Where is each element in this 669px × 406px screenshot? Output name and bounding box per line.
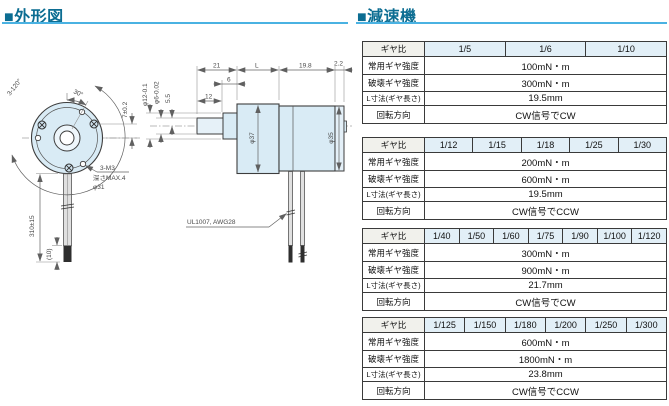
- gearhead-section-title: ■減速機: [357, 9, 417, 26]
- gear-ratio-cell: 1/75: [527, 227, 564, 245]
- gear-ratio-cell: 1/100: [596, 227, 633, 245]
- wire-spec-label: UL1007, AWG28: [187, 219, 236, 226]
- row-label-rotation: 回転方向: [362, 292, 425, 311]
- row-label-rotation: 回転方向: [362, 381, 425, 400]
- side-view-dimensions: 21 L 19.8 2.2 6 12 φ12-0.1 φ6-0.02 5.5 φ…: [142, 61, 353, 228]
- row-label-gear-length: L寸法(ギヤ長さ): [362, 278, 425, 294]
- gear-ratio-cell: 1/18: [520, 136, 571, 154]
- spec-value-cell: 1800mN・m: [424, 349, 667, 369]
- tap-count-label: 3-M3: [100, 165, 115, 172]
- gear-ratio-cell: 1/120: [631, 227, 667, 245]
- gear-ratio-cell: 1/150: [464, 316, 506, 334]
- spec-value-cell: 600mN・m: [424, 332, 667, 351]
- spec-value-cell: CW信号でCW: [424, 292, 667, 311]
- row-label-normal-strength: 常用ギヤ強度: [362, 152, 425, 171]
- dim-5-5-label: 5.5: [165, 94, 172, 103]
- row-label-rotation: 回転方向: [362, 201, 425, 220]
- gear-ratio-cell: 1/25: [569, 136, 619, 154]
- row-label-normal-strength: 常用ギヤ強度: [362, 332, 425, 351]
- spec-value-cell: 900mN・m: [424, 260, 667, 280]
- gear-ratio-cell: 1/250: [585, 316, 627, 334]
- row-label-breaking-strength: 破壊ギヤ強度: [362, 169, 425, 189]
- spec-value-cell: 21.7mm: [424, 278, 667, 294]
- gear-ratio-cell: 1/180: [504, 316, 546, 334]
- row-label-breaking-strength: 破壊ギヤ強度: [362, 73, 425, 93]
- row-label-rotation: 回転方向: [362, 105, 425, 124]
- gear-ratio-cell: 1/125: [423, 316, 466, 334]
- spec-value-cell: 23.8mm: [424, 367, 667, 383]
- dim-12-label: 12: [205, 94, 213, 101]
- gearbox-diameter-label: φ37: [249, 132, 256, 144]
- gear-ratio-cell: 1/60: [493, 227, 529, 245]
- gear-ratio-cell: 1/15: [472, 136, 522, 154]
- boss-diameter-label: φ12-0.1: [142, 83, 149, 106]
- gear-ratio-cell: 1/12: [423, 136, 474, 154]
- shaft-diameter-label: φ6-0.02: [154, 81, 161, 104]
- spec-value-cell: 19.5mm: [424, 91, 667, 107]
- lead-length-label: 310±15: [29, 215, 36, 237]
- dim-19-8-label: 19.8: [299, 63, 312, 70]
- spec-value-cell: 19.5mm: [424, 187, 667, 203]
- gear-ratio-cell: 1/10: [585, 40, 667, 58]
- row-label-normal-strength: 常用ギヤ強度: [362, 243, 425, 262]
- spec-value-cell: 600mN・m: [424, 169, 667, 189]
- tap-depth-label: 深さMAX.4: [93, 173, 126, 182]
- gear-ratio-cell: 1/200: [544, 316, 587, 334]
- dim-21-label: 21: [213, 63, 221, 70]
- spec-value-cell: CW信号でCW: [424, 105, 667, 124]
- lead-wires-side: [286, 171, 308, 263]
- spec-value-cell: 100mN・m: [424, 56, 667, 75]
- row-label-normal-strength: 常用ギヤ強度: [362, 56, 425, 75]
- dim-2-2-label: 2.2: [334, 61, 343, 68]
- gear-ratio-cell: 1/30: [617, 136, 668, 154]
- spec-value-cell: 300mN・m: [424, 73, 667, 93]
- motor-diameter-label: φ35: [328, 132, 335, 144]
- gear-ratio-cell: 1/50: [458, 227, 495, 245]
- gear-ratio-cell: 1/40: [424, 227, 460, 245]
- dim-L-label: L: [255, 63, 259, 70]
- gear-ratio-cell: 1/6: [504, 40, 587, 58]
- row-label-gear-ratio: ギヤ比: [362, 316, 425, 334]
- spec-value-cell: CW信号でCCW: [424, 381, 667, 400]
- lead-tip-label: (10): [46, 248, 53, 260]
- hole-angle-label: 30°: [72, 88, 85, 100]
- gear-ratio-cell: 1/5: [424, 40, 506, 58]
- bolt-pattern-angle-label: 3-120°: [5, 77, 23, 97]
- gear-ratio-cell: 1/300: [625, 316, 668, 334]
- row-label-gear-length: L寸法(ギヤ長さ): [362, 187, 425, 203]
- outline-section-rule: [2, 22, 348, 24]
- tap-bcd-label: φ31: [93, 184, 105, 191]
- dim-6-label: 6: [227, 77, 231, 84]
- row-label-breaking-strength: 破壊ギヤ強度: [362, 260, 425, 280]
- row-label-gear-length: L寸法(ギヤ長さ): [362, 91, 425, 107]
- hole-offset-label: 7±0.2: [122, 101, 129, 118]
- spec-value-cell: CW信号でCCW: [424, 201, 667, 220]
- outline-drawing: 3-120° 30° 7±0.2 3-M3 深さMAX.4 φ31 310±15: [5, 61, 353, 270]
- lead-wires-front: [60, 173, 75, 262]
- motor-side-view: [150, 103, 352, 263]
- spec-value-cell: 200mN・m: [424, 152, 667, 171]
- outline-section-title: ■外形図: [4, 9, 64, 26]
- gear-ratio-cell: 1/90: [562, 227, 598, 245]
- gearhead-section-rule: [356, 22, 667, 24]
- spec-value-cell: 300mN・m: [424, 243, 667, 262]
- row-label-gear-ratio: ギヤ比: [362, 136, 425, 154]
- row-label-breaking-strength: 破壊ギヤ強度: [362, 349, 425, 369]
- row-label-gear-ratio: ギヤ比: [362, 227, 425, 245]
- row-label-gear-ratio: ギヤ比: [362, 40, 425, 58]
- row-label-gear-length: L寸法(ギヤ長さ): [362, 367, 425, 383]
